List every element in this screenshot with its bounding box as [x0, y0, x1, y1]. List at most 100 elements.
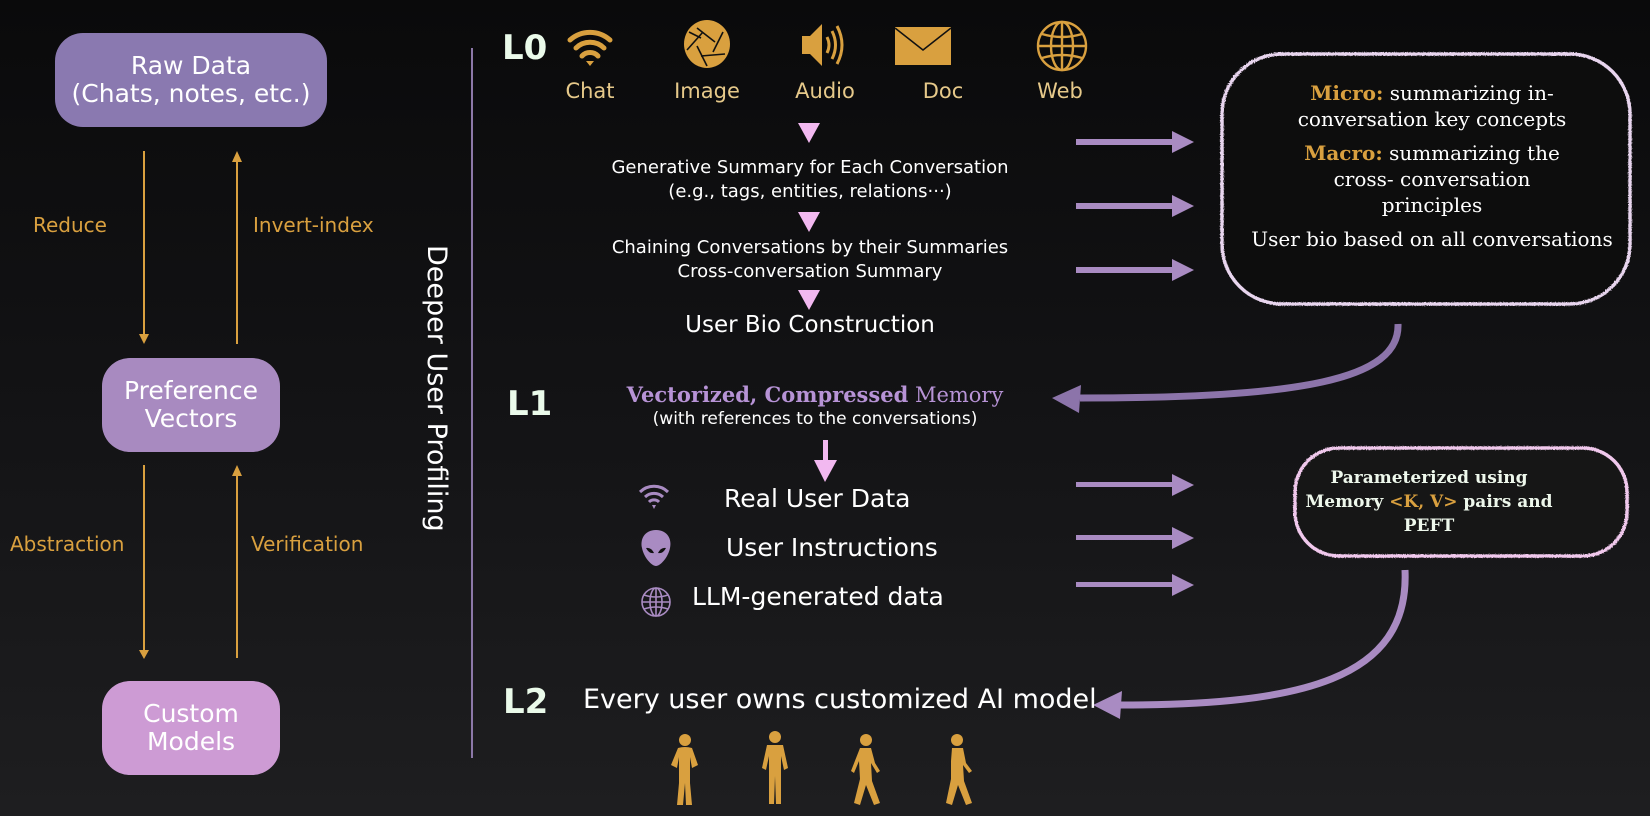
- raw-data-subtitle: (Chats, notes, etc.): [71, 79, 311, 108]
- right-arrow-head: [1172, 527, 1194, 549]
- abstraction-arrow: [139, 465, 149, 659]
- l2-text: Every user owns customized AI model: [583, 684, 1097, 715]
- macro-text-2: cross- conversation: [1333, 167, 1531, 191]
- reduce-label: Reduce: [33, 213, 107, 237]
- l0-panel-border: [1220, 52, 1632, 306]
- custom-models-line2: Models: [146, 727, 236, 756]
- flow-down-arrow: [798, 123, 820, 143]
- right-arrow: [1076, 535, 1176, 540]
- source-audio: [770, 20, 870, 74]
- source-image: [657, 20, 757, 74]
- custom-models-line1: Custom: [143, 699, 239, 728]
- l1-label-user-instructions: User Instructions: [726, 533, 938, 562]
- invert-index-label: Invert-index: [253, 213, 374, 237]
- right-arrow-head: [1172, 259, 1194, 281]
- l1-panel-line1: Parameterized using: [1330, 468, 1528, 488]
- l0-step2: Chaining Conversations by their Summarie…: [580, 236, 1040, 284]
- source-label-image: Image: [674, 79, 740, 103]
- source-label-web: Web: [1037, 79, 1083, 103]
- l1-item-user-instructions: [640, 528, 672, 572]
- l1-panel-kv: <K, V>: [1389, 492, 1458, 512]
- right-arrow: [1076, 582, 1176, 587]
- right-arrow-head: [1172, 474, 1194, 496]
- source-web: [1034, 20, 1090, 76]
- invert-index-arrow: [232, 151, 242, 344]
- l1-right-arrows: [1076, 474, 1194, 596]
- source-label-chat: Chat: [565, 79, 615, 103]
- l0-step1-line2: (e.g., tags, entities, relations···): [668, 181, 952, 202]
- l1-title-bold: Vectorized, Compressed: [626, 382, 909, 407]
- right-arrow: [1076, 482, 1176, 487]
- level-l0-label: L0: [502, 28, 548, 68]
- l0-step2-line1: Chaining Conversations by their Summarie…: [611, 237, 1009, 258]
- macro-item: Macro: summarizing the cross- conversati…: [1222, 140, 1642, 218]
- right-arrow-head: [1172, 195, 1194, 217]
- curved-arrow-to-l1: [1079, 323, 1402, 402]
- l1-subtitle: (with references to the conversations): [652, 409, 978, 429]
- person-icon: [762, 731, 788, 804]
- flow-down-arrow: [798, 212, 820, 232]
- l1-panel-line2: Memory <K, V> pairs and: [1294, 490, 1564, 514]
- l0-right-arrows: [1076, 131, 1194, 281]
- globe-icon: [641, 587, 671, 617]
- verification-arrow: [232, 465, 242, 658]
- level-l2-label: L2: [503, 682, 549, 722]
- person-icon: [851, 734, 880, 805]
- source-label-doc: Doc: [922, 79, 964, 103]
- bio-item: User bio based on all conversations: [1251, 227, 1613, 251]
- speaker-icon: [802, 24, 844, 66]
- l1-panel-line3: PEFT: [1403, 516, 1455, 536]
- aperture-icon: [684, 20, 730, 68]
- l0-step2-line2: Cross-conversation Summary: [677, 261, 943, 282]
- l0-step1-line1: Generative Summary for Each Conversation: [611, 157, 1009, 178]
- right-arrow: [1076, 203, 1176, 209]
- l1-panel-pairs: pairs and: [1463, 492, 1553, 512]
- l1-item-llm-generated: [640, 586, 672, 622]
- l0-summary-panel: Micro: summarizing in- conversation key …: [1222, 80, 1642, 252]
- custom-models-box: Custom Models: [102, 681, 280, 775]
- l1-panel-border: [1293, 446, 1629, 558]
- raw-data-title: Raw Data: [130, 51, 252, 80]
- wifi-icon: [638, 484, 670, 509]
- right-arrow-head: [1172, 131, 1194, 153]
- curved-arrow-to-l2-head: [1093, 691, 1122, 719]
- micro-label: Micro:: [1310, 81, 1384, 105]
- person-icon: [946, 734, 972, 805]
- globe-icon: [1036, 20, 1088, 72]
- reduce-arrow: [139, 151, 149, 344]
- micro-text-1: summarizing in-: [1389, 81, 1554, 105]
- right-arrow-head: [1172, 574, 1194, 596]
- source-label-audio: Audio: [795, 79, 855, 103]
- wifi-icon: [567, 29, 613, 66]
- l1-label-real-user-data: Real User Data: [724, 484, 911, 513]
- preference-vectors-box: Preference Vectors: [102, 358, 280, 452]
- micro-item: Micro: summarizing in- conversation key …: [1222, 80, 1642, 132]
- raw-data-box: Raw Data (Chats, notes, etc.): [55, 33, 327, 127]
- l1-panel-memory: Memory: [1305, 492, 1384, 512]
- flow-down-arrow: [798, 290, 820, 310]
- macro-text-3: principles: [1381, 193, 1483, 217]
- l1-parameterized-panel: Parameterized using Memory <K, V> pairs …: [1294, 466, 1564, 538]
- curved-arrow-to-l1-head: [1052, 385, 1081, 413]
- preference-vectors-line1: Preference: [123, 376, 258, 405]
- abstraction-label: Abstraction: [10, 532, 125, 556]
- macro-label: Macro:: [1304, 141, 1383, 165]
- level-l1-label: L1: [507, 384, 553, 424]
- curved-arrow-to-l2: [1119, 569, 1409, 709]
- micro-text-2: conversation key concepts: [1297, 107, 1567, 131]
- verification-label: Verification: [251, 532, 364, 556]
- deeper-user-profiling-title: Deeper User Profiling: [421, 245, 452, 532]
- right-arrow: [1076, 139, 1176, 145]
- envelope-icon: [894, 27, 952, 65]
- macro-text-1: summarizing the: [1389, 141, 1560, 165]
- preference-vectors-line2: Vectors: [144, 404, 238, 433]
- l1-memory-title: Vectorized, Compressed Memory (with refe…: [580, 382, 1050, 429]
- right-arrow: [1076, 267, 1176, 273]
- l0-step1: Generative Summary for Each Conversation…: [580, 156, 1040, 204]
- l0-step3: User Bio Construction: [685, 312, 935, 338]
- source-doc: [894, 26, 954, 70]
- l1-label-llm-generated: LLM-generated data: [692, 582, 944, 611]
- alien-icon: [641, 530, 671, 566]
- source-chat: [540, 22, 640, 112]
